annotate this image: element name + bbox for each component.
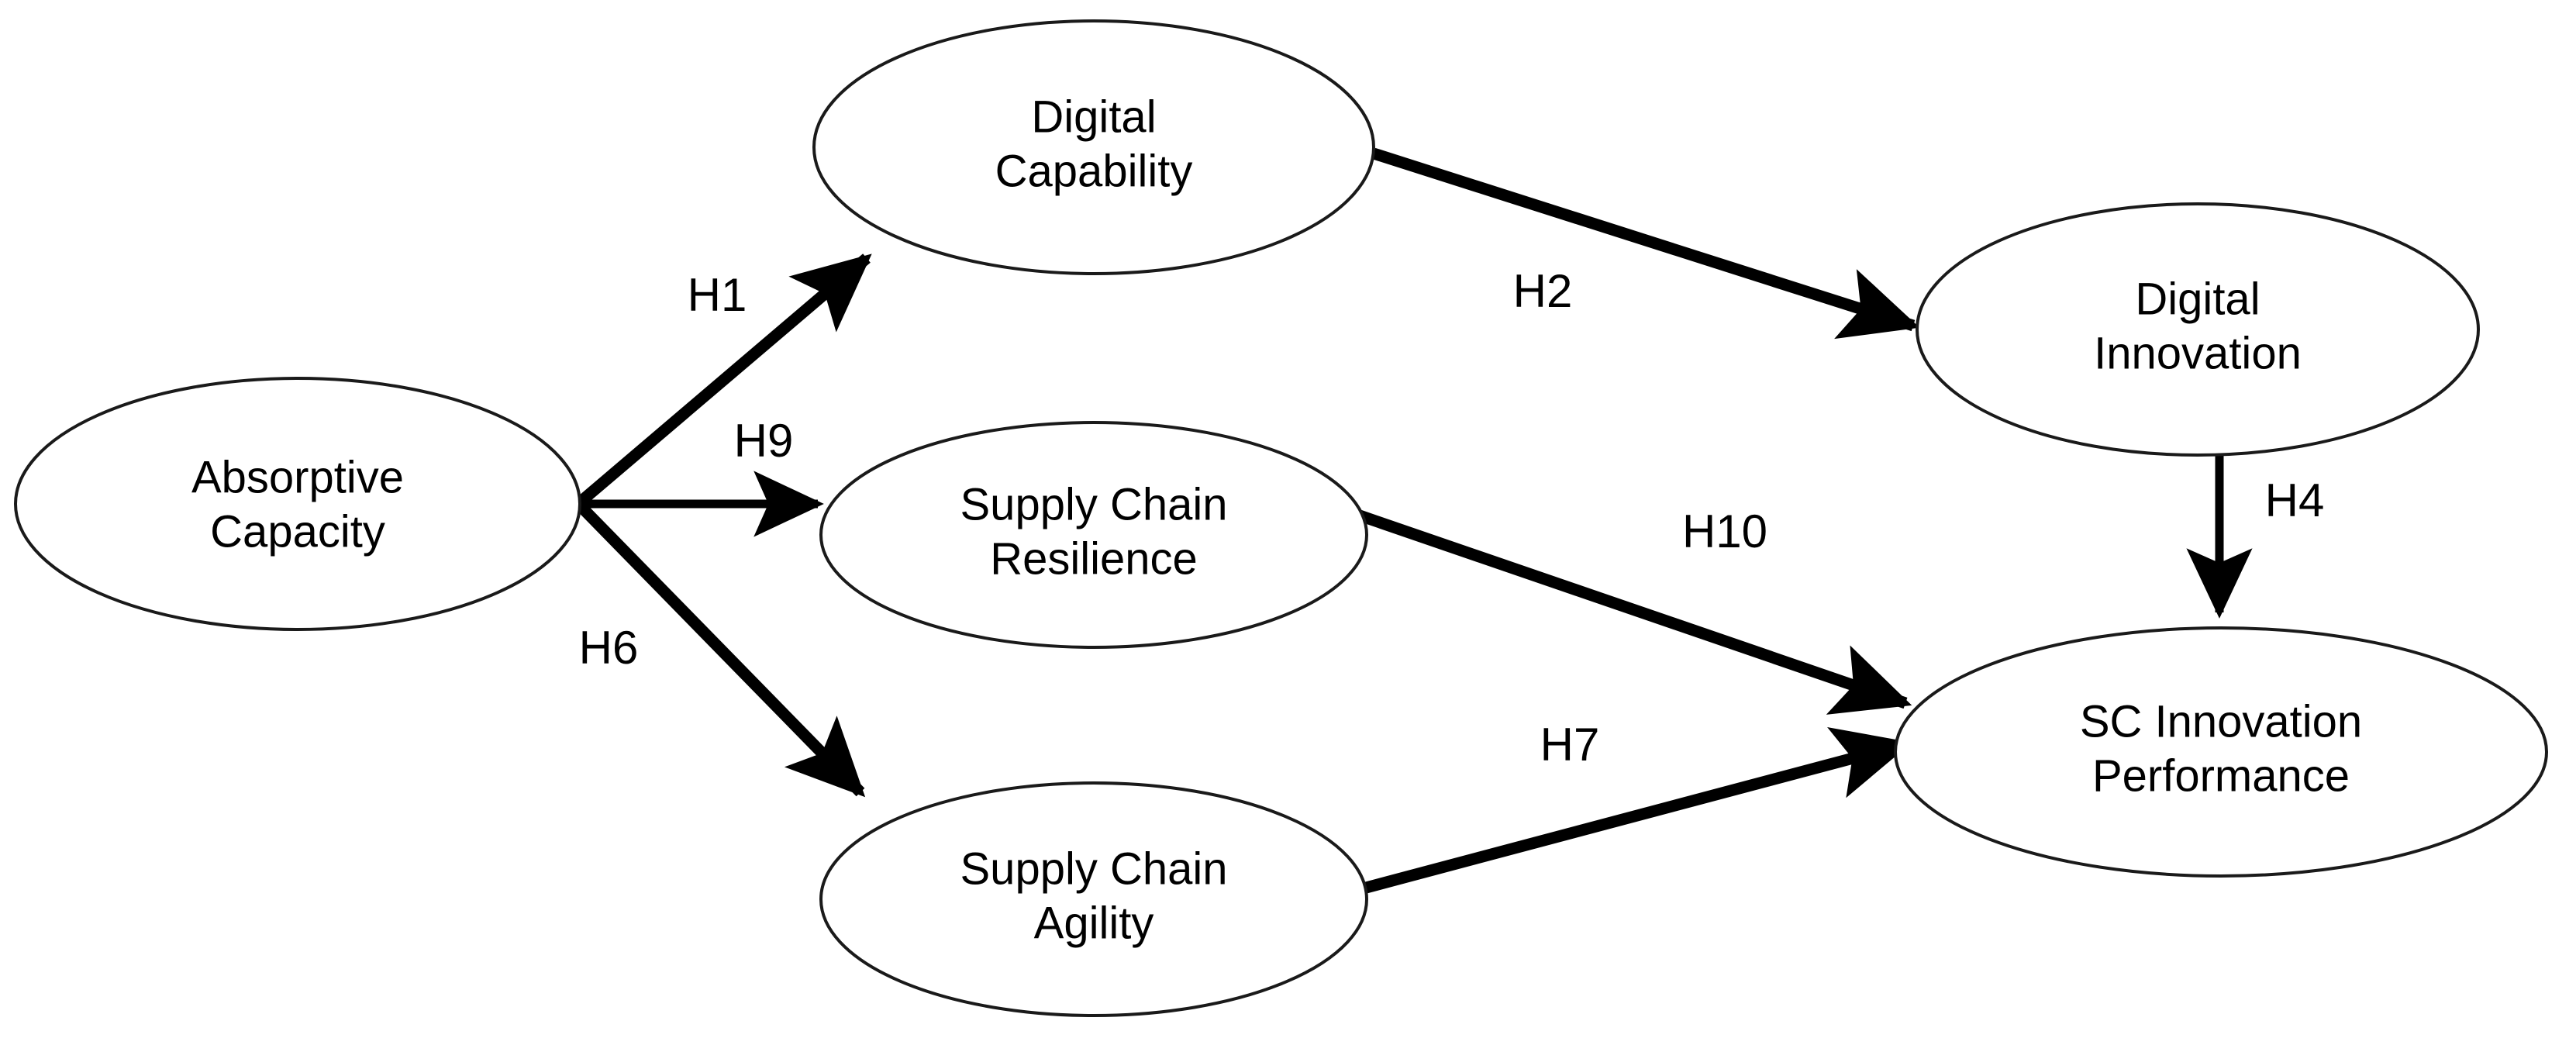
edge-h2: H2 — [1371, 147, 1920, 340]
edge-h10-label: H10 — [1682, 505, 1767, 557]
node-digital-capability-shape[interactable] — [812, 19, 1375, 275]
node-digital-innovation-label-line1: Digital — [2135, 274, 2260, 324]
node-absorptive-capacity-label-line2: Capacity — [210, 506, 385, 557]
edge-h7-arrow — [1356, 726, 1912, 896]
edge-h4-label: H4 — [2265, 474, 2325, 526]
node-sc-innovation-performance-label-line2: Performance — [2092, 750, 2350, 801]
node-supply-chain-resilience-label-line1: Supply Chain — [960, 479, 1228, 529]
node-supply-chain-resilience-shape[interactable] — [819, 421, 1368, 649]
edge-h2-arrow — [1371, 147, 1920, 340]
node-digital-capability-label-line1: Digital — [1031, 91, 1156, 142]
node-absorptive-capacity[interactable]: Absorptive Capacity — [14, 377, 581, 631]
node-digital-innovation-label-line2: Innovation — [2094, 328, 2302, 378]
node-digital-innovation-shape[interactable] — [1916, 202, 2480, 457]
node-absorptive-capacity-shape[interactable] — [14, 377, 581, 631]
edge-h1: H1 — [576, 253, 872, 507]
edge-h1-label: H1 — [688, 269, 747, 321]
edge-h10: H10 — [1355, 505, 1912, 715]
node-sc-innovation-performance-shape[interactable] — [1894, 626, 2548, 878]
edge-h6-label: H6 — [579, 622, 639, 674]
edge-h9: H9 — [580, 415, 824, 537]
node-supply-chain-agility[interactable]: Supply Chain Agility — [819, 781, 1368, 1017]
node-supply-chain-agility-label-line2: Agility — [1034, 898, 1154, 948]
edge-h6-arrow — [575, 501, 866, 798]
node-absorptive-capacity-label-line1: Absorptive — [191, 452, 404, 502]
node-sc-innovation-performance-label-line1: SC Innovation — [2080, 696, 2362, 747]
edge-h10-arrow — [1355, 509, 1912, 715]
node-supply-chain-agility-shape[interactable] — [819, 781, 1368, 1017]
edge-h9-label: H9 — [734, 415, 794, 467]
node-digital-capability[interactable]: Digital Capability — [812, 19, 1375, 275]
node-supply-chain-agility-label-line1: Supply Chain — [960, 843, 1228, 894]
edge-h1-arrow — [576, 253, 872, 507]
node-supply-chain-resilience-label-line2: Resilience — [990, 533, 1198, 584]
edge-h2-label: H2 — [1513, 265, 1573, 317]
node-supply-chain-resilience[interactable]: Supply Chain Resilience — [819, 421, 1368, 649]
node-sc-innovation-performance[interactable]: SC Innovation Performance — [1894, 626, 2548, 878]
edge-h7: H7 — [1356, 719, 1912, 896]
edge-h7-label: H7 — [1540, 719, 1600, 771]
node-digital-capability-label-line2: Capability — [995, 146, 1193, 196]
node-digital-innovation[interactable]: Digital Innovation — [1916, 202, 2480, 457]
edge-h4: H4 — [2186, 456, 2325, 619]
edge-h6: H6 — [575, 501, 866, 798]
